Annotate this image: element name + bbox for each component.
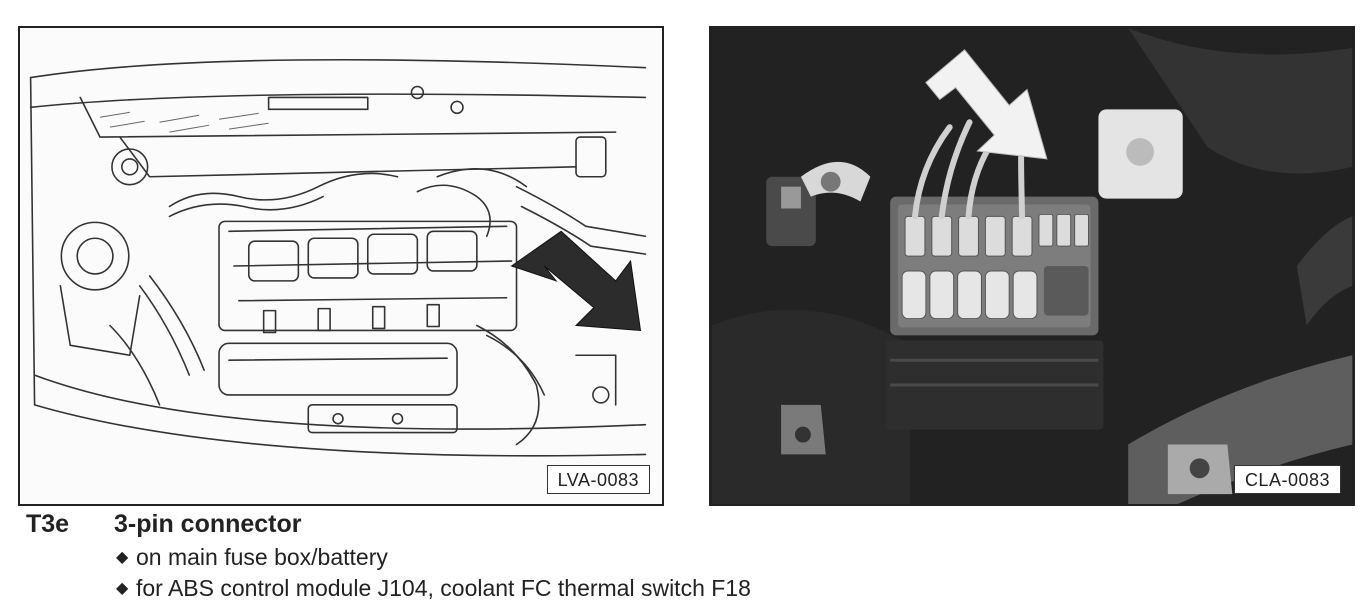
caption-bullet-list: ◆ on main fuse box/battery ◆ for ABS con…	[114, 542, 1126, 604]
diamond-bullet-icon: ◆	[116, 549, 129, 566]
connector-title: 3-pin connector	[114, 510, 302, 538]
figure-label-left: LVA-0083	[546, 465, 650, 494]
connector-code: T3e	[26, 510, 70, 538]
arrow-indicator-dark	[510, 230, 642, 332]
fuse-box-photo: CLA-0083	[709, 26, 1355, 506]
bullet-text: on main fuse box/battery	[136, 544, 388, 570]
list-item: ◆ for ABS control module J104, coolant F…	[114, 573, 1126, 604]
caption-heading: T3e 3-pin connector	[26, 508, 1126, 540]
engine-bay-illustration: LVA-0083	[18, 26, 664, 506]
figure-caption: T3e 3-pin connector ◆ on main fuse box/b…	[26, 508, 1126, 604]
figure-label-right: CLA-0083	[1233, 465, 1341, 494]
list-item: ◆ on main fuse box/battery	[114, 542, 1126, 573]
fuse-box-photo-drawing	[711, 28, 1353, 504]
diamond-bullet-icon: ◆	[116, 580, 129, 597]
arrow-indicator-white	[925, 49, 1048, 160]
bullet-text: for ABS control module J104, coolant FC …	[136, 575, 751, 601]
engine-bay-drawing	[29, 58, 647, 457]
